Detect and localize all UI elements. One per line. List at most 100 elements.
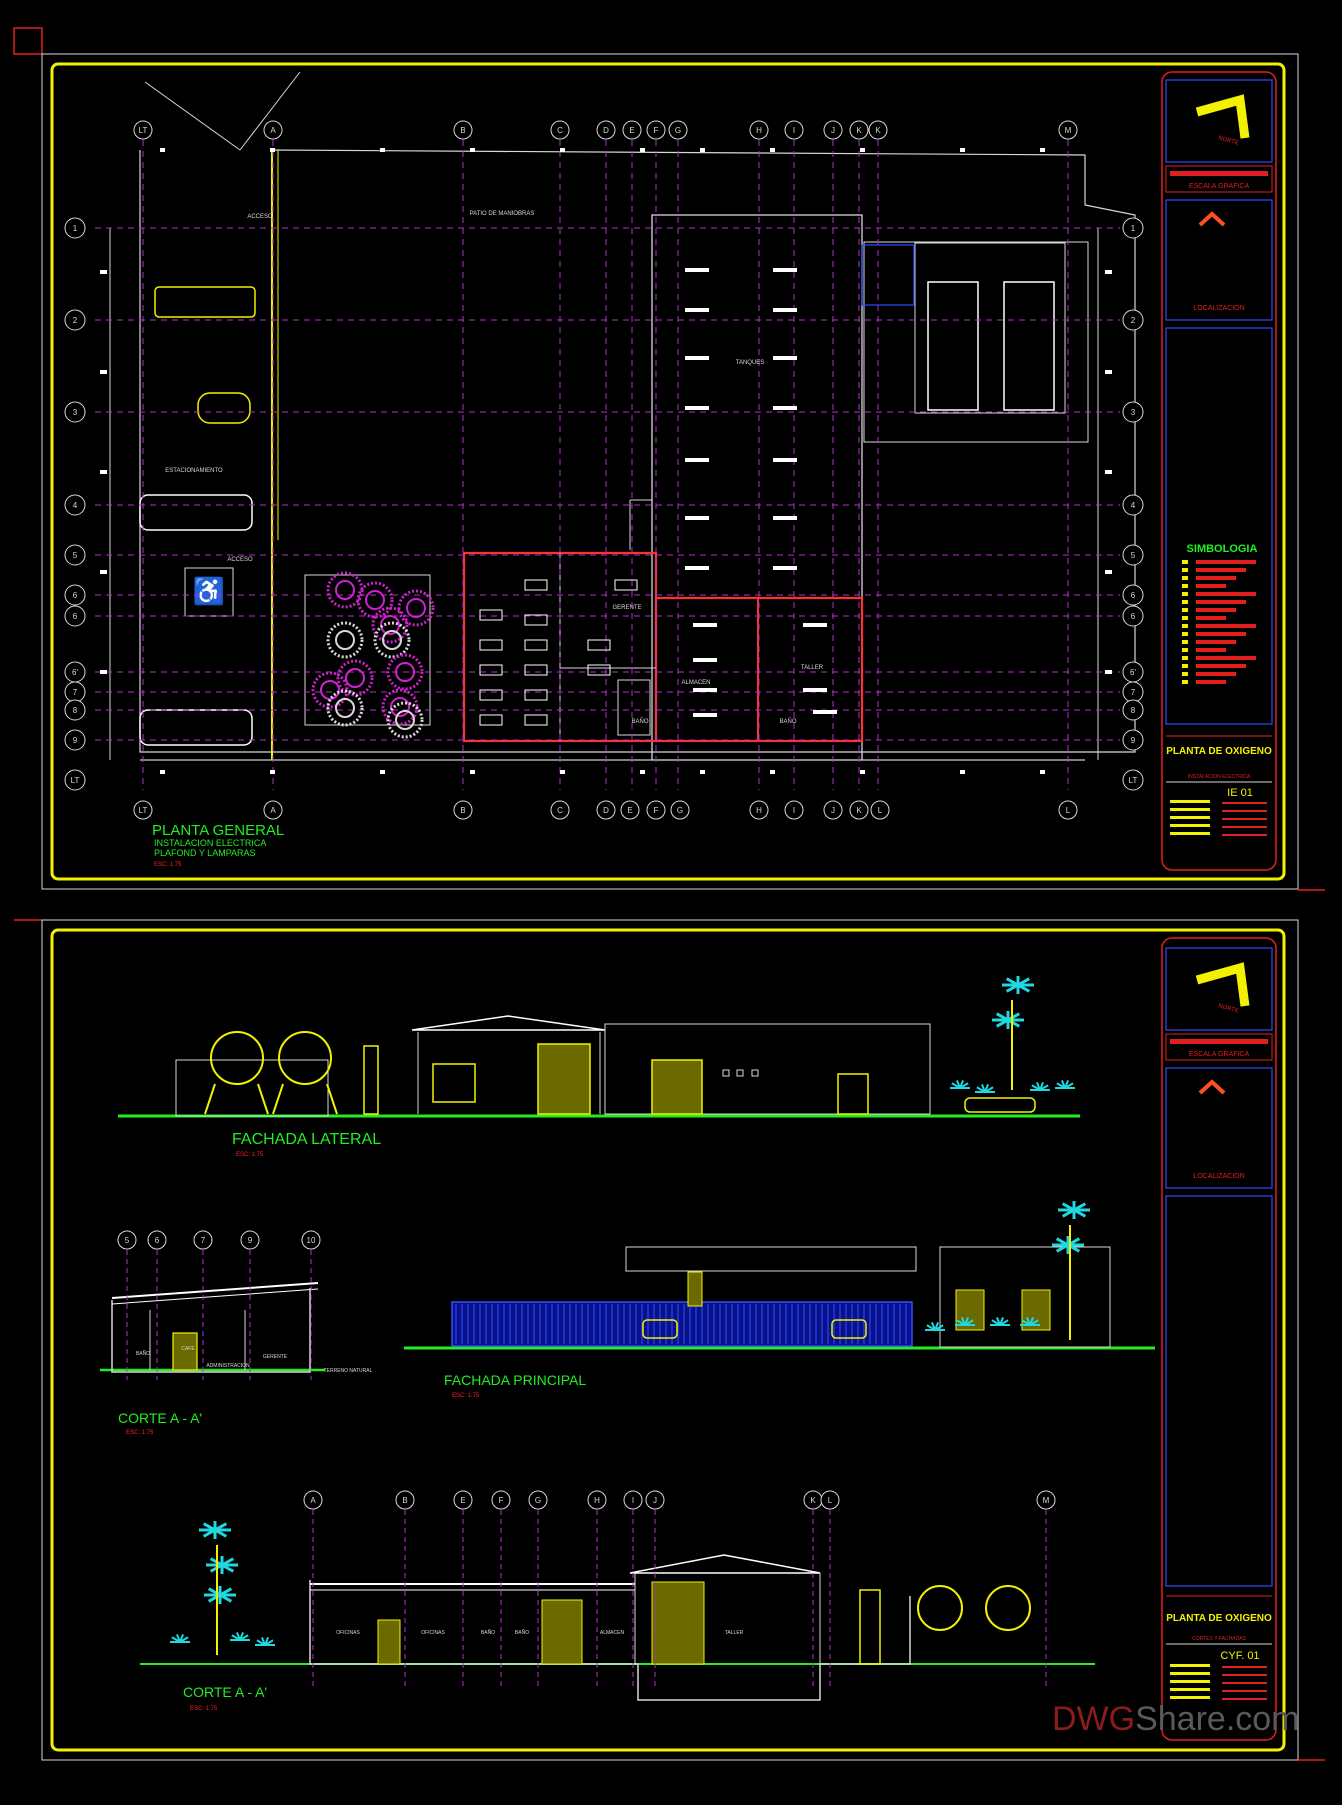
grid-bubble-label: G xyxy=(677,806,683,815)
grid-bubble-label: 3 xyxy=(1131,408,1136,417)
title-block-field xyxy=(1222,802,1267,804)
grid-bubble-label: B xyxy=(460,126,465,135)
grid-bubble xyxy=(1122,401,1144,423)
building-outline xyxy=(939,1246,1111,1348)
rolling-door xyxy=(537,1043,591,1115)
plan-scale: ESC: 1:75 xyxy=(154,862,182,868)
title-block-field xyxy=(1170,816,1210,819)
title-block-field xyxy=(1170,1672,1210,1675)
boundary-light xyxy=(700,148,705,152)
window xyxy=(751,1069,759,1077)
section-label: TERRENO NATURAL xyxy=(324,1368,373,1374)
light-fixture xyxy=(693,658,717,662)
grid-bubble-label: F xyxy=(654,126,659,135)
grid-bubble-label: 6 xyxy=(1131,612,1136,621)
grid-bubble xyxy=(528,1490,548,1510)
plan-subtitle: INSTALACION ELECTRICA xyxy=(154,838,266,848)
boundary-light xyxy=(770,770,775,774)
light-fixture xyxy=(479,609,503,621)
site-boundary xyxy=(139,149,1136,753)
boundary-light xyxy=(560,770,565,774)
boundary-light xyxy=(1040,770,1045,774)
light-fixture xyxy=(524,714,548,726)
tank-leg xyxy=(326,1083,338,1115)
legend-text xyxy=(1196,648,1226,652)
light-fixture xyxy=(773,458,797,462)
tree-icon xyxy=(386,701,424,739)
diagonal-line xyxy=(239,71,301,151)
title-block-field xyxy=(1222,1690,1267,1692)
grid-bubble xyxy=(670,800,690,820)
boundary-light xyxy=(160,148,165,152)
oxygen-tank xyxy=(1003,281,1055,411)
grid-bubble-label: 5 xyxy=(125,1236,130,1245)
grid-bubble-label: 4 xyxy=(1131,501,1136,510)
title-block-field xyxy=(1222,1682,1267,1684)
grid-bubble xyxy=(64,401,86,423)
tree-icon xyxy=(335,630,355,650)
tank-area xyxy=(914,242,1066,414)
legend-text xyxy=(1196,680,1226,684)
scale-label: ESCALA GRAFICA xyxy=(1189,1051,1250,1058)
door xyxy=(837,1073,869,1115)
grid-bubble-label: M xyxy=(1065,126,1072,135)
title-block-frame xyxy=(1161,937,1277,1741)
grid-bubble-label: M xyxy=(1043,1496,1050,1505)
tree-icon xyxy=(381,688,419,726)
tree-icon xyxy=(395,662,415,682)
grid-bubble-label: LT xyxy=(1129,776,1138,785)
grid-bubble xyxy=(263,120,283,140)
car-icon xyxy=(964,1097,1036,1113)
section-title: CORTE A - A' xyxy=(183,1684,267,1700)
north-label: NORTE xyxy=(1217,135,1239,146)
label-almacen: ALMACEN xyxy=(681,680,710,686)
sheet2-inner-frame xyxy=(50,928,1286,1752)
grid-bubble xyxy=(133,800,153,820)
light-fixture xyxy=(693,713,717,717)
title-block-rows xyxy=(1170,800,1267,836)
grid-bubble-label: D xyxy=(603,126,609,135)
legend-text xyxy=(1196,576,1236,580)
light-fixture xyxy=(614,579,638,591)
tree-icon xyxy=(335,698,355,718)
column xyxy=(687,1271,703,1307)
grid-bubble-label: G xyxy=(675,126,681,135)
grid-bubble-label: LT xyxy=(139,806,148,815)
palm-frond xyxy=(221,1563,235,1573)
title-block-field xyxy=(1222,826,1267,828)
tank-yard xyxy=(863,241,1089,443)
section-label: BAÑO xyxy=(481,1629,495,1636)
light-fixture xyxy=(524,579,548,591)
palm-frond xyxy=(1007,1018,1021,1028)
grid-bubble xyxy=(550,800,570,820)
boundary-light xyxy=(470,148,475,152)
grid-bubble xyxy=(133,120,153,140)
section-label: CAFE xyxy=(181,1346,195,1352)
scale-box xyxy=(1165,1033,1273,1061)
palm-frond xyxy=(214,1528,228,1538)
column xyxy=(363,1045,379,1115)
grid-bubble xyxy=(620,800,640,820)
grid-bubble xyxy=(596,800,616,820)
grid-bubble xyxy=(64,494,86,516)
section-scale: ESC: 1:75 xyxy=(190,1706,218,1712)
grid-bubble-label: J xyxy=(831,806,835,815)
grid-bubble xyxy=(453,120,473,140)
legend-symbol xyxy=(1182,608,1188,612)
title-block-field xyxy=(1222,1674,1267,1676)
label-acceso: ACCESO xyxy=(247,214,273,220)
grid-bubble xyxy=(823,800,843,820)
palm-frond xyxy=(207,1587,221,1597)
legend-text xyxy=(1196,632,1246,636)
light-fixture xyxy=(803,688,827,692)
car-icon xyxy=(197,392,251,424)
grid-bubble-label: 7 xyxy=(1131,688,1136,697)
tank-elevation xyxy=(917,1585,963,1631)
light-fixture xyxy=(685,406,709,410)
grid-bubble-label: D xyxy=(603,806,609,815)
